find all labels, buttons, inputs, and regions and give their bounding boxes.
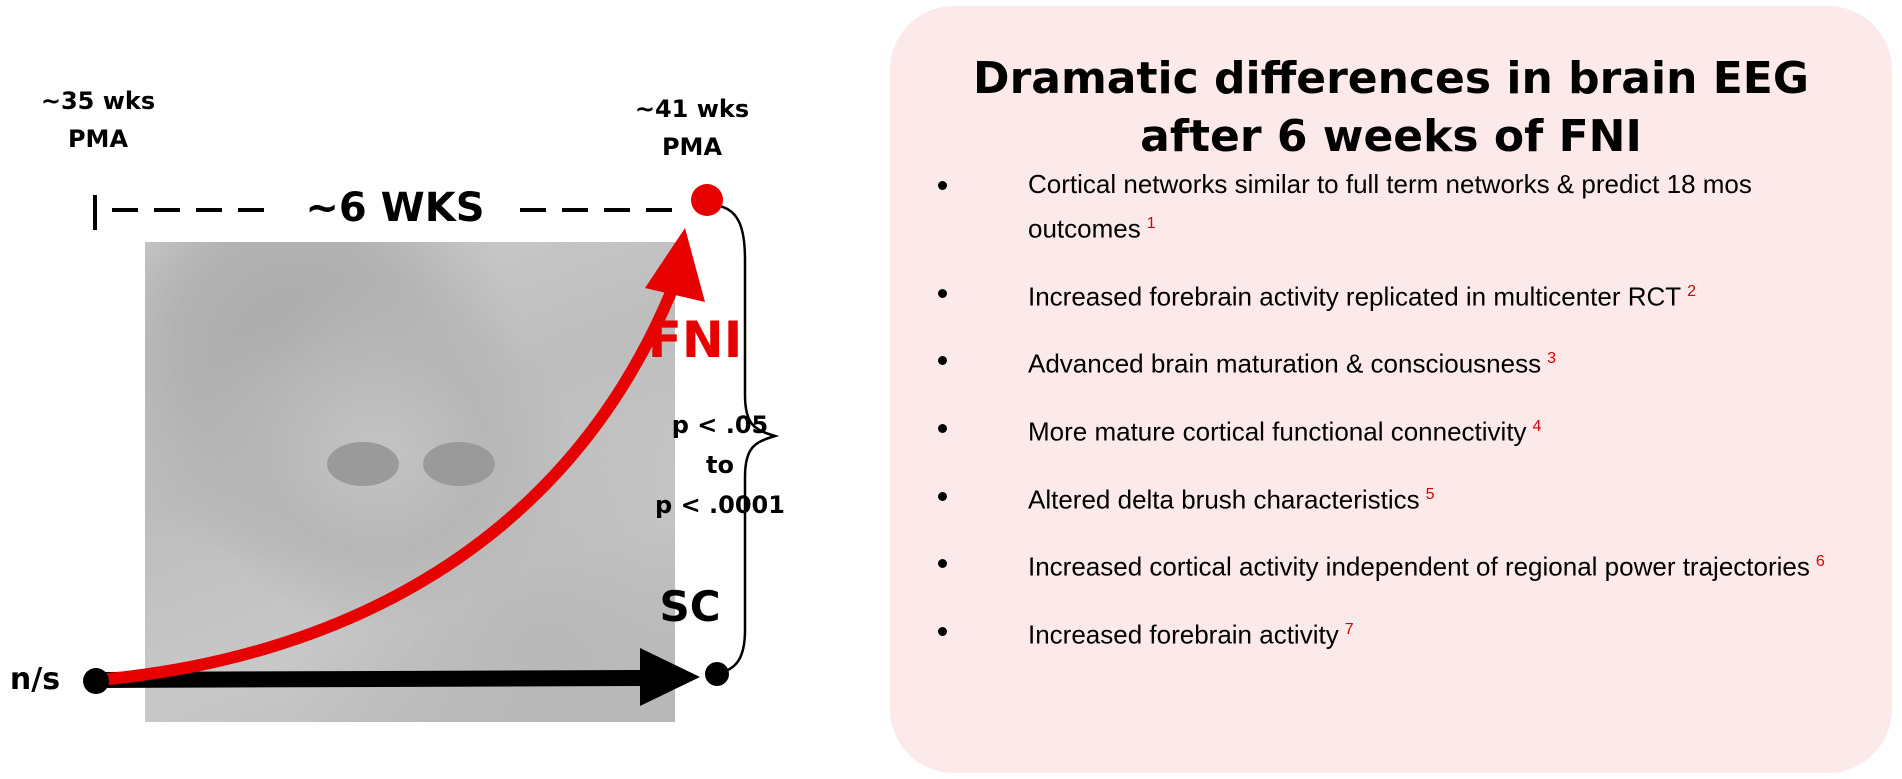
reference-number: 5 [1425,485,1435,503]
p-value-range: p < .05 to p < .0001 [645,405,795,525]
bullet-dot-icon [938,181,947,190]
bullet-dot-icon [938,356,947,366]
finding-item: Cortical networks similar to full term n… [938,164,1868,249]
bullet-dot-icon [938,423,947,433]
significance-brace [709,203,780,676]
reference-number: 4 [1532,417,1542,435]
fni-label: FNI [647,311,743,369]
finding-text: Cortical networks similar to full term n… [1028,169,1752,244]
findings-panel: Dramatic differences in brain EEG after … [890,6,1892,773]
reference-number: 2 [1687,282,1697,300]
end-timepoint-label: ~41 wks PMA [634,95,750,161]
finding-item: More mature cortical functional connecti… [938,407,1868,452]
finding-item: Altered delta brush characteristics 5 [938,475,1868,520]
infant-eeg-cap-photo [145,242,675,722]
fni-arrowhead [645,228,705,302]
reference-number: 3 [1547,350,1556,368]
p-value-connector: to [706,451,734,479]
baseline-label: n/s [9,662,61,697]
fni-trajectory-curve [97,287,678,686]
finding-text: Increased cortical activity independent … [1028,551,1810,582]
panel-title-line-2: after 6 weeks of FNI [1140,111,1642,162]
finding-item: Increased cortical activity independent … [938,542,1868,587]
eye-mask-right [423,442,495,486]
findings-list: Cortical networks similar to full term n… [938,164,1868,678]
reference-number: 7 [1344,620,1354,638]
start-timepoint-label: ~35 wks PMA [40,87,156,153]
bullet-dot-icon [938,288,947,298]
fni-endpoint-dot [691,184,723,216]
p-value-high: p < .0001 [655,491,785,519]
finding-text: Increased forebrain activity replicated … [1028,281,1682,312]
p-value-low: p < .05 [671,411,769,439]
finding-text: Advanced brain maturation & consciousnes… [1028,348,1542,379]
reference-number: 6 [1815,553,1825,571]
sc-endpoint-dot [705,662,729,686]
bullet-dot-icon [938,491,947,501]
panel-title: Dramatic differences in brain EEG after … [890,50,1892,166]
finding-item: Increased forebrain activity replicated … [938,272,1868,317]
eye-mask-left [327,442,399,486]
panel-title-line-1: Dramatic differences in brain EEG [973,53,1809,104]
sc-label: SC [659,582,721,631]
baseline-dot [83,668,109,694]
sc-trajectory-line [97,670,649,688]
finding-text: Increased forebrain activity [1028,619,1339,650]
trajectory-diagram [83,184,780,706]
finding-item: Advanced brain maturation & consciousnes… [938,339,1868,384]
bullet-dot-icon [938,626,947,636]
finding-item: Increased forebrain activity 7 [938,610,1868,655]
finding-text: Altered delta brush characteristics [1028,484,1420,515]
finding-text: More mature cortical functional connecti… [1028,416,1527,447]
duration-label: ~6 WKS [305,185,485,231]
bullet-dot-icon [938,559,947,569]
sc-arrowhead [640,648,700,706]
reference-number: 1 [1146,215,1156,232]
